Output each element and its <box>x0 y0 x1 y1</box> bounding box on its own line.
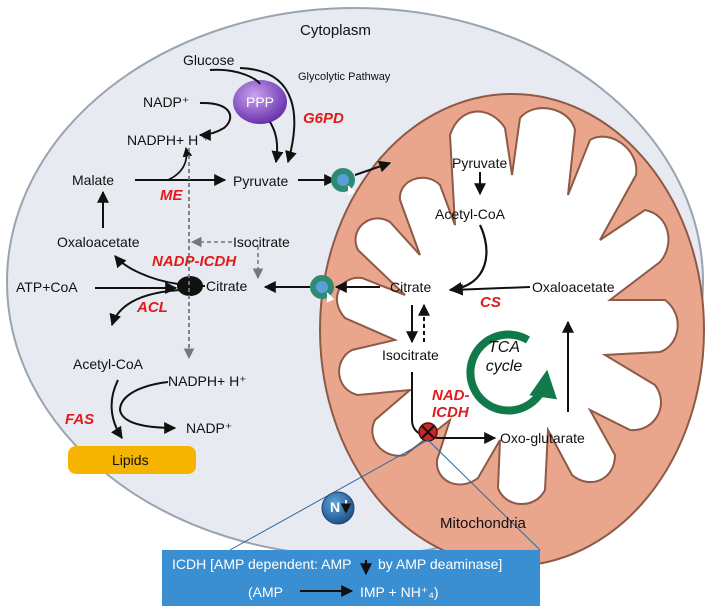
nadph-h-top-label: NADPH+ H ⁺ <box>127 132 210 148</box>
banner-line1: ICDH [AMP dependent: AMP <box>172 556 352 572</box>
me-enzyme: ME <box>160 187 183 204</box>
nadp-plus-label: NADP⁺ <box>143 94 190 110</box>
arrow-me-nadph <box>167 147 193 181</box>
arrow-acl-oaa <box>114 255 179 285</box>
pyruvate-mito-label: Pyruvate <box>452 155 508 171</box>
pyruvate-transporter <box>331 168 356 196</box>
nad-icdh-line1: NAD- <box>432 387 470 404</box>
banner-line2-left: (AMP <box>248 584 283 600</box>
arrow-fas-nadph <box>118 381 177 434</box>
arrow-acl-acetylcoa <box>109 289 181 327</box>
glycolytic-pathway-label: Glycolytic Pathway <box>298 71 391 83</box>
tca-cycle-label: TCA cycle <box>474 338 534 376</box>
tca-line2: cycle <box>485 358 523 375</box>
arrow-glucose-ppp <box>209 68 261 85</box>
oxaloacetate-cyto-label: Oxaloacetate <box>57 234 140 250</box>
mitochondria-label: Mitochondria <box>440 515 526 532</box>
isocitrate-cyto-label: Isocitrate <box>233 234 290 250</box>
ppp-node <box>233 80 287 124</box>
nadp-plus-bottom-label: NADP⁺ <box>186 420 233 436</box>
arrow-nadp-nadph <box>198 101 232 141</box>
nadp-icdh-enzyme: NADP-ICDH <box>152 253 237 270</box>
cs-enzyme: CS <box>480 294 501 311</box>
arrow-oaa-citrate <box>450 283 531 296</box>
banner-connector-right <box>427 439 541 551</box>
nad-icdh-line2: ICDH <box>432 404 469 421</box>
isocitrate-mito-label: Isocitrate <box>382 347 439 363</box>
tca-line1: TCA <box>488 339 520 356</box>
lipids-box <box>68 446 196 474</box>
pyruvate-cyto-label: Pyruvate <box>233 173 289 189</box>
arrow-acetylcoa-lipids <box>110 379 123 439</box>
fas-enzyme: FAS <box>65 411 95 428</box>
ppp-label: PPP <box>246 94 275 110</box>
citrate-mito-label: Citrate <box>390 279 432 295</box>
citrate-transporter <box>310 275 335 303</box>
arrow-glycolytic <box>239 67 297 164</box>
mitochondrion-matrix <box>335 107 679 505</box>
lipids-label: Lipids <box>112 452 149 468</box>
citrate-cyto-label: Citrate <box>206 278 248 294</box>
cytoplasm-label: Cytoplasm <box>300 22 371 39</box>
nadph-h-bottom-label: NADPH+ H⁺ <box>168 373 247 389</box>
oxaloacetate-mito-label: Oxaloacetate <box>532 279 615 295</box>
arrow-ppp-pyruvate <box>269 121 284 164</box>
g6pd-enzyme: G6PD <box>303 110 344 127</box>
acetyl-coa-mito-label: Acetyl-CoA <box>435 206 506 222</box>
malate-label: Malate <box>72 172 115 188</box>
tca-cycle-arrow <box>466 330 557 415</box>
nad-icdh-enzyme: NAD- ICDH <box>432 387 470 421</box>
arrow-transporter-pyruvate <box>354 160 392 176</box>
nad-icdh-cross <box>421 425 435 439</box>
acl-node <box>177 276 203 296</box>
acl-enzyme: ACL <box>137 299 168 316</box>
atp-coa-label: ATP+CoA <box>16 279 78 295</box>
banner-line2-right: IMP + NH⁺₄) <box>360 584 439 600</box>
acetyl-coa-cyto-label: Acetyl-CoA <box>73 356 144 372</box>
banner-line1-suffix: by AMP deaminase] <box>378 556 503 572</box>
glucose-label: Glucose <box>183 52 235 68</box>
oxo-glutarate-label: Oxo-glutarate <box>500 430 585 446</box>
nitrogen-badge-label: N <box>330 499 341 515</box>
